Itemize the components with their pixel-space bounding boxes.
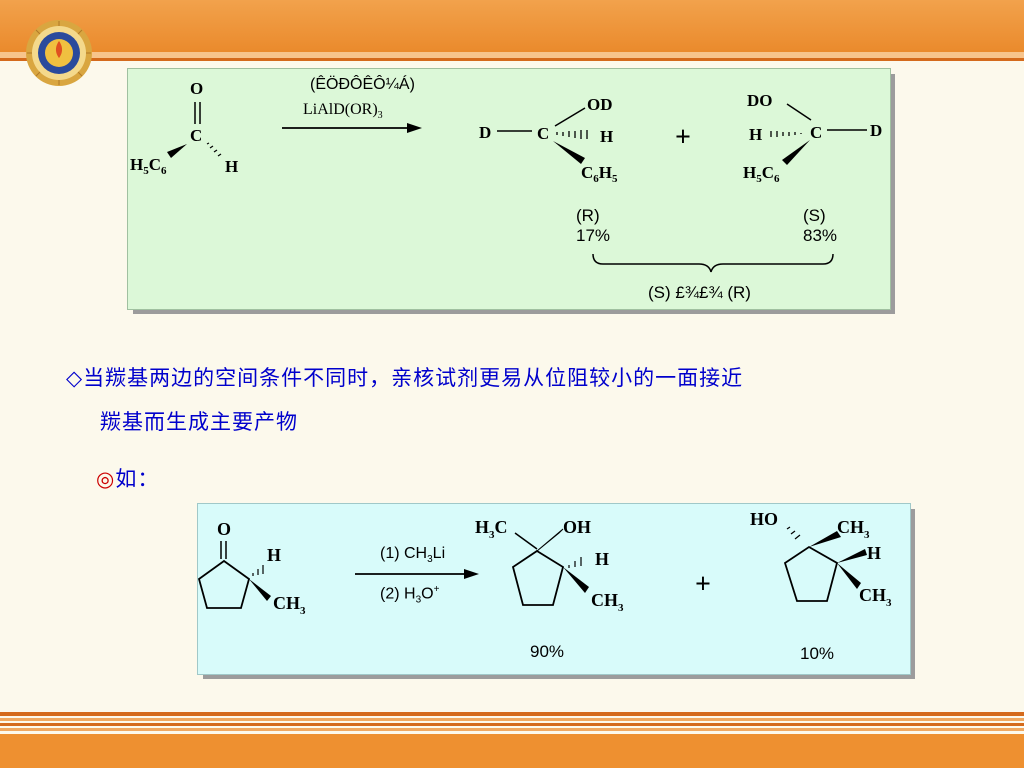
bottom-banner xyxy=(0,712,1024,768)
reagent-subscript: 3 xyxy=(377,110,383,122)
step1-subscript: 3 xyxy=(427,554,433,566)
example-label: 如： xyxy=(115,467,160,491)
step1-reagent: (1) CH3Li xyxy=(380,545,445,565)
reagent-label: LiAlD(OR)3 xyxy=(303,101,383,121)
svg-text:CH3: CH3 xyxy=(273,593,306,617)
svg-text:OD: OD xyxy=(587,95,613,114)
reagent-garbled-label: (ÊÖÐÔÊÔ¼Á) xyxy=(310,76,415,93)
product-s-label: (S) xyxy=(803,206,826,225)
svg-text:HO: HO xyxy=(750,509,778,529)
bullet-line-1: ◇当羰基两边的空间条件不同时，亲核试剂更易从位阻较小的一面接近 xyxy=(66,362,743,392)
reactant-cyclopentanone: O H CH3 xyxy=(197,519,306,617)
product-s-yield: 83% xyxy=(803,226,838,245)
step2-tail: O xyxy=(421,585,434,603)
top-stripe-dark xyxy=(0,58,1024,61)
step1-tail: Li xyxy=(432,545,446,562)
svg-text:H: H xyxy=(225,157,238,176)
svg-text:H5C6: H5C6 xyxy=(130,155,167,177)
svg-text:C6H5: C6H5 xyxy=(581,163,618,185)
svg-text:O: O xyxy=(217,519,231,539)
product-r-structure: D C OD H C6H5 xyxy=(479,95,618,185)
svg-text:OH: OH xyxy=(563,517,591,537)
step2-superscript: + xyxy=(433,584,440,595)
svg-text:H: H xyxy=(267,545,281,565)
reagent-text: LiAlD(OR) xyxy=(303,101,378,118)
double-circle-bullet-icon: ◎ xyxy=(96,467,116,491)
svg-text:+: + xyxy=(695,569,711,600)
svg-text:H: H xyxy=(749,125,762,144)
diamond-bullet-icon: ◇ xyxy=(66,366,84,390)
svg-text:D: D xyxy=(870,121,882,140)
svg-text:CH3: CH3 xyxy=(859,585,892,609)
svg-text:+: + xyxy=(675,122,691,153)
step2-subscript: 3 xyxy=(415,594,422,606)
example-line: ◎如： xyxy=(96,463,159,493)
step1-text: (1) CH xyxy=(380,545,428,562)
reaction2-panel xyxy=(197,503,911,675)
svg-text:CH3: CH3 xyxy=(591,590,624,614)
ratio-brace xyxy=(592,253,834,273)
svg-text:H: H xyxy=(595,549,609,569)
svg-text:O: O xyxy=(190,79,203,98)
svg-text:D: D xyxy=(479,123,491,142)
svg-text:H: H xyxy=(867,543,881,563)
svg-text:CH3: CH3 xyxy=(837,517,870,541)
selectivity-ratio: (S) £¾£¾ (R) xyxy=(648,283,751,302)
svg-text:H3C: H3C xyxy=(475,517,508,541)
bullet-text-1: 当羰基两边的空间条件不同时，亲核试剂更易从位阻较小的一面接近 xyxy=(83,366,744,390)
svg-text:C: C xyxy=(537,124,549,143)
university-logo xyxy=(26,20,92,86)
reaction1-panel xyxy=(127,68,891,310)
svg-text:H5C6: H5C6 xyxy=(743,163,780,185)
minor-product-structure: HO CH3 H CH3 xyxy=(750,509,892,609)
top-banner xyxy=(0,0,1024,52)
major-yield: 90% xyxy=(530,642,565,661)
svg-text:C: C xyxy=(810,123,822,142)
step2-text: (2) H xyxy=(380,585,416,603)
reaction1-structures: O C H5C6 H D C OD H C6H5 + DO H xyxy=(130,79,882,273)
step2-reagent: (2) H3O+ xyxy=(380,584,439,606)
reactant-aldehyde: O C H5C6 H xyxy=(130,79,238,177)
product-r-yield: 17% xyxy=(576,226,611,245)
bullet-line-2: 羰基而生成主要产物 xyxy=(100,410,298,434)
minor-yield: 10% xyxy=(800,644,835,663)
product-s-structure: DO H C D H5C6 xyxy=(743,91,882,185)
major-product-structure: H3C OH H CH3 xyxy=(475,517,624,614)
top-stripe xyxy=(0,52,1024,58)
product-r-label: (R) xyxy=(576,206,600,225)
svg-text:H: H xyxy=(600,127,613,146)
svg-text:DO: DO xyxy=(747,91,773,110)
reaction2-structures: O H CH3 H3C OH H CH3 + HO xyxy=(197,509,892,617)
svg-text:C: C xyxy=(190,126,202,145)
